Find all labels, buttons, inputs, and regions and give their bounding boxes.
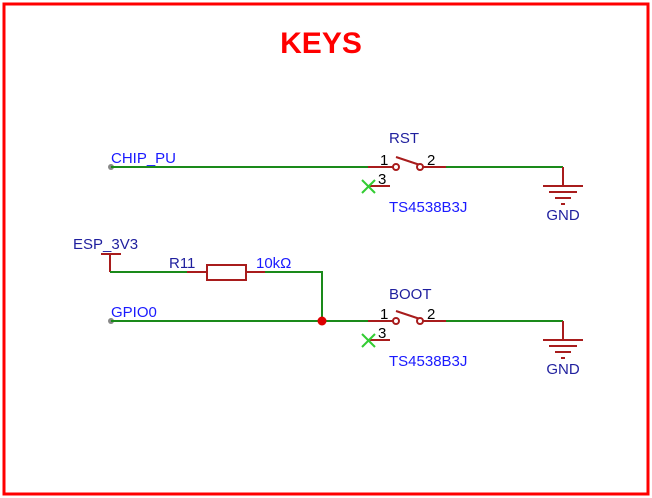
chip-pu-net: CHIP_PU [108,150,368,170]
rst-pin1-number: 1 [380,152,388,169]
boot-pin1-number: 1 [380,306,388,323]
rst-part-number: TS4538B3J [389,199,467,216]
gnd-symbol-1: GND [543,167,583,224]
chip-pu-label: CHIP_PU [111,150,176,167]
esp-3v3-power: ESP_3V3 [73,236,138,272]
boot-part-number: TS4538B3J [389,353,467,370]
r11-value: 10kΩ [256,255,291,272]
boot-designator: BOOT [389,286,432,303]
boot-contact-right [416,317,424,325]
gpio0-net: GPIO0 [108,304,368,324]
rst-pin2-number: 2 [427,152,435,169]
boot-pin2-number: 2 [427,306,435,323]
rst-contact-right [416,163,424,171]
gnd-symbol-2: GND [543,321,583,378]
boot-switch[interactable]: BOOT 1 2 3 TS4538B3J [361,286,467,370]
junction-dot [317,316,327,326]
esp-3v3-label: ESP_3V3 [73,236,138,253]
pullup-wire[interactable] [265,271,323,321]
boot-actuator [395,310,421,320]
boot-contact-left [392,317,400,325]
rst-actuator [395,156,421,166]
resistor-icon [206,264,247,281]
boot-no-connect-icon [361,333,376,348]
gnd-label-1: GND [546,207,580,224]
gpio0-label: GPIO0 [111,304,157,321]
r11-designator: R11 [169,255,195,272]
rst-contact-left [392,163,400,171]
rst-pin3-number: 3 [378,171,386,188]
boot-pin3-number: 3 [378,325,386,342]
rst-no-connect-icon [361,179,376,194]
sheet-title: KEYS [280,27,362,60]
rst-designator: RST [389,130,419,147]
rst-switch[interactable]: RST 1 2 3 TS4538B3J [361,130,467,216]
gnd-label-2: GND [546,361,580,378]
resistor-r11[interactable]: R11 10kΩ [169,255,291,281]
